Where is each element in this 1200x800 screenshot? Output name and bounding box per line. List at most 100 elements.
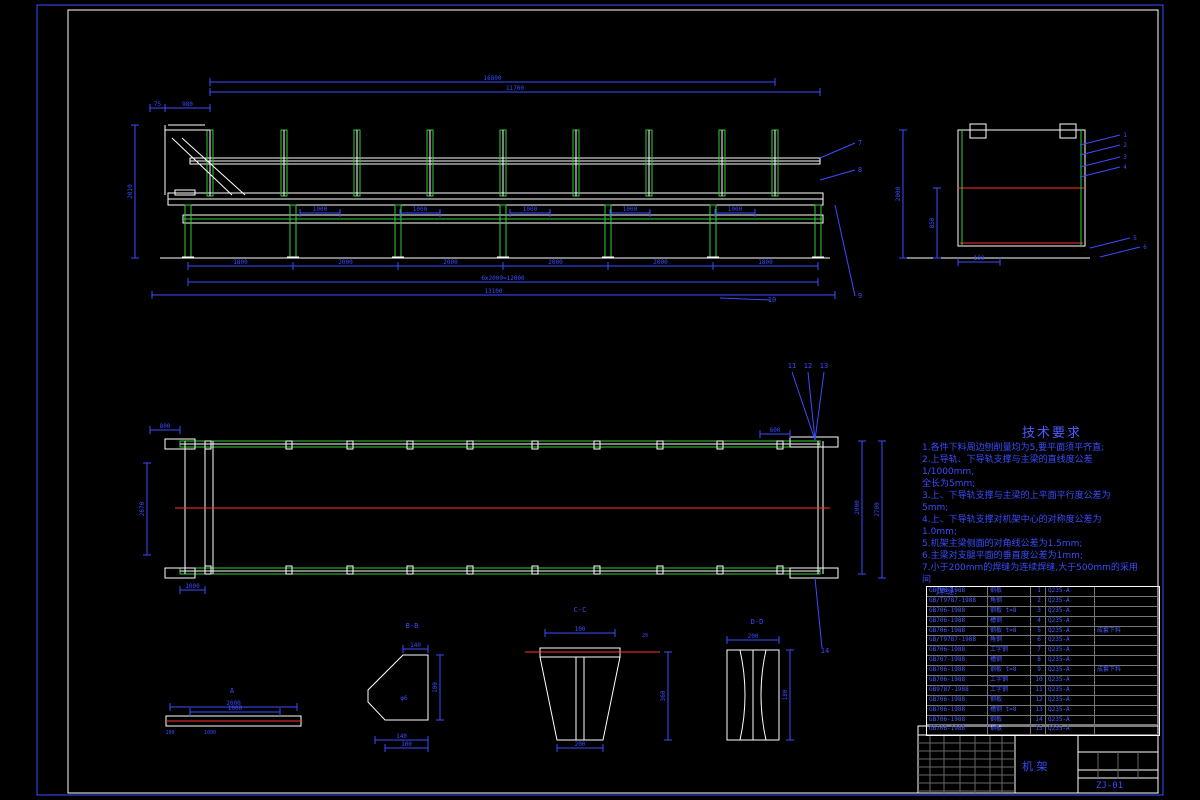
end-brace	[171, 137, 233, 196]
bom-cell	[1095, 686, 1159, 695]
bom-cell: Q235-A	[1046, 656, 1095, 666]
dim-bottom-spacing: 2000	[653, 259, 668, 266]
detail-d-ibeam	[739, 649, 767, 741]
detail-label: B-B	[406, 622, 419, 630]
plan-clip	[285, 565, 293, 575]
note-line: 2.上导轨、下导轨支撑与主梁的直线度公差	[922, 455, 1093, 465]
bom-cell	[1095, 676, 1159, 685]
plan-clip	[531, 565, 539, 575]
bom-cell: 12	[1031, 695, 1046, 705]
bom-cell: 钢板 t=8	[988, 606, 1031, 616]
leader	[791, 371, 816, 441]
dim-bottom-overall: 13100	[484, 288, 502, 295]
bom-cell: GB706-1988	[927, 616, 988, 626]
bom-cell: 1	[1031, 587, 1046, 596]
leader	[1079, 166, 1121, 178]
plan-clip	[406, 565, 414, 575]
leader	[1099, 246, 1141, 258]
side-top-pad	[1059, 123, 1077, 139]
callout-number: 4	[1123, 164, 1127, 171]
note-line: 1/1000mm,	[922, 467, 975, 477]
bom-cell: GB706-1988	[927, 676, 988, 685]
outer-frame	[36, 4, 1164, 796]
bom-cell: 钢板	[988, 725, 1031, 735]
plan-clip	[204, 440, 212, 450]
dim-side-lower: 850	[929, 217, 936, 228]
bom-cell: Q235-A	[1046, 666, 1095, 676]
bom-cell	[1095, 607, 1159, 616]
dim-detail-c: 360	[660, 690, 667, 701]
dim-left-a: 75	[154, 101, 162, 108]
dim-plan-width-b: 2700	[874, 502, 881, 517]
dim-mid-spacing: 1000	[413, 206, 428, 213]
plan-clip	[285, 440, 293, 450]
bom-cell: 钢板	[988, 695, 1031, 705]
dim-side-height: 2000	[895, 186, 902, 201]
note-line: 5mm;	[922, 503, 949, 513]
callout-number: 13	[820, 362, 828, 370]
dim-detail-b: 100	[432, 682, 439, 693]
plan-clip	[716, 565, 724, 575]
bom-cell: GB707-1988	[927, 656, 988, 666]
callout-number: 2	[1123, 142, 1127, 149]
bom-cell: 3	[1031, 606, 1046, 616]
callout-number: 14	[821, 647, 829, 655]
plan-clip	[531, 440, 539, 450]
notes-sub: 焊缝:	[936, 587, 958, 597]
note-line: 4.上、下导轨支撑对机架中心的对称度公差为	[922, 515, 1102, 525]
dim-plan-right-top: 600	[770, 427, 781, 434]
plan-clip	[346, 440, 354, 450]
dim-plan-width-a: 2000	[854, 500, 861, 515]
dim-mid-spacing: 1000	[728, 206, 743, 213]
bom-cell: GB9787-1988	[927, 685, 988, 695]
dim-upper-span: 11700	[506, 85, 524, 92]
bom-cell	[1095, 587, 1159, 596]
bom-cell: Q235-A	[1046, 606, 1095, 616]
dim-plan-width-left: 2670	[139, 501, 146, 516]
bom-cell: 槽钢	[988, 656, 1031, 666]
bom-cell: 成套下料	[1097, 666, 1122, 674]
note-line: 1.0mm;	[922, 527, 957, 537]
bom-cell: 工字钢	[988, 685, 1031, 695]
plan-clip	[593, 440, 601, 450]
bom-cell: Q235-A	[1046, 587, 1095, 596]
plan-clip	[593, 565, 601, 575]
plan-clip	[776, 440, 784, 450]
callout-number: 5	[1133, 235, 1137, 242]
bom-cell	[1095, 656, 1159, 665]
bom-cell: 角钢	[988, 636, 1031, 646]
leader	[814, 371, 825, 441]
dim-side-bottom: 100	[974, 255, 985, 262]
bom-cell: GB706-1988	[927, 695, 988, 705]
detail-label: D-D	[751, 618, 764, 626]
leader	[1079, 144, 1121, 156]
bom-cell: 角钢	[988, 596, 1031, 606]
dim-mid-spacing: 1000	[623, 206, 638, 213]
bom-cell	[1095, 725, 1159, 734]
note-line: 7.小于200mm的焊缝为连续焊缝,大于500mm的采用	[922, 563, 1138, 573]
leader	[819, 142, 856, 159]
dim-overall-upper: 16800	[483, 75, 501, 82]
dim-plan-bottom-left: 1000	[185, 583, 200, 590]
bom-cell: 工字钢	[988, 676, 1031, 685]
support-leg	[814, 204, 822, 258]
bom-cell: GB706-1988	[927, 666, 988, 676]
bom-cell: GB706-1988	[927, 646, 988, 656]
bom-cell	[1095, 636, 1159, 645]
plan-clip	[466, 565, 474, 575]
bom-cell: 9	[1031, 666, 1046, 676]
plan-end-block	[789, 567, 839, 579]
plan-clip	[346, 565, 354, 575]
